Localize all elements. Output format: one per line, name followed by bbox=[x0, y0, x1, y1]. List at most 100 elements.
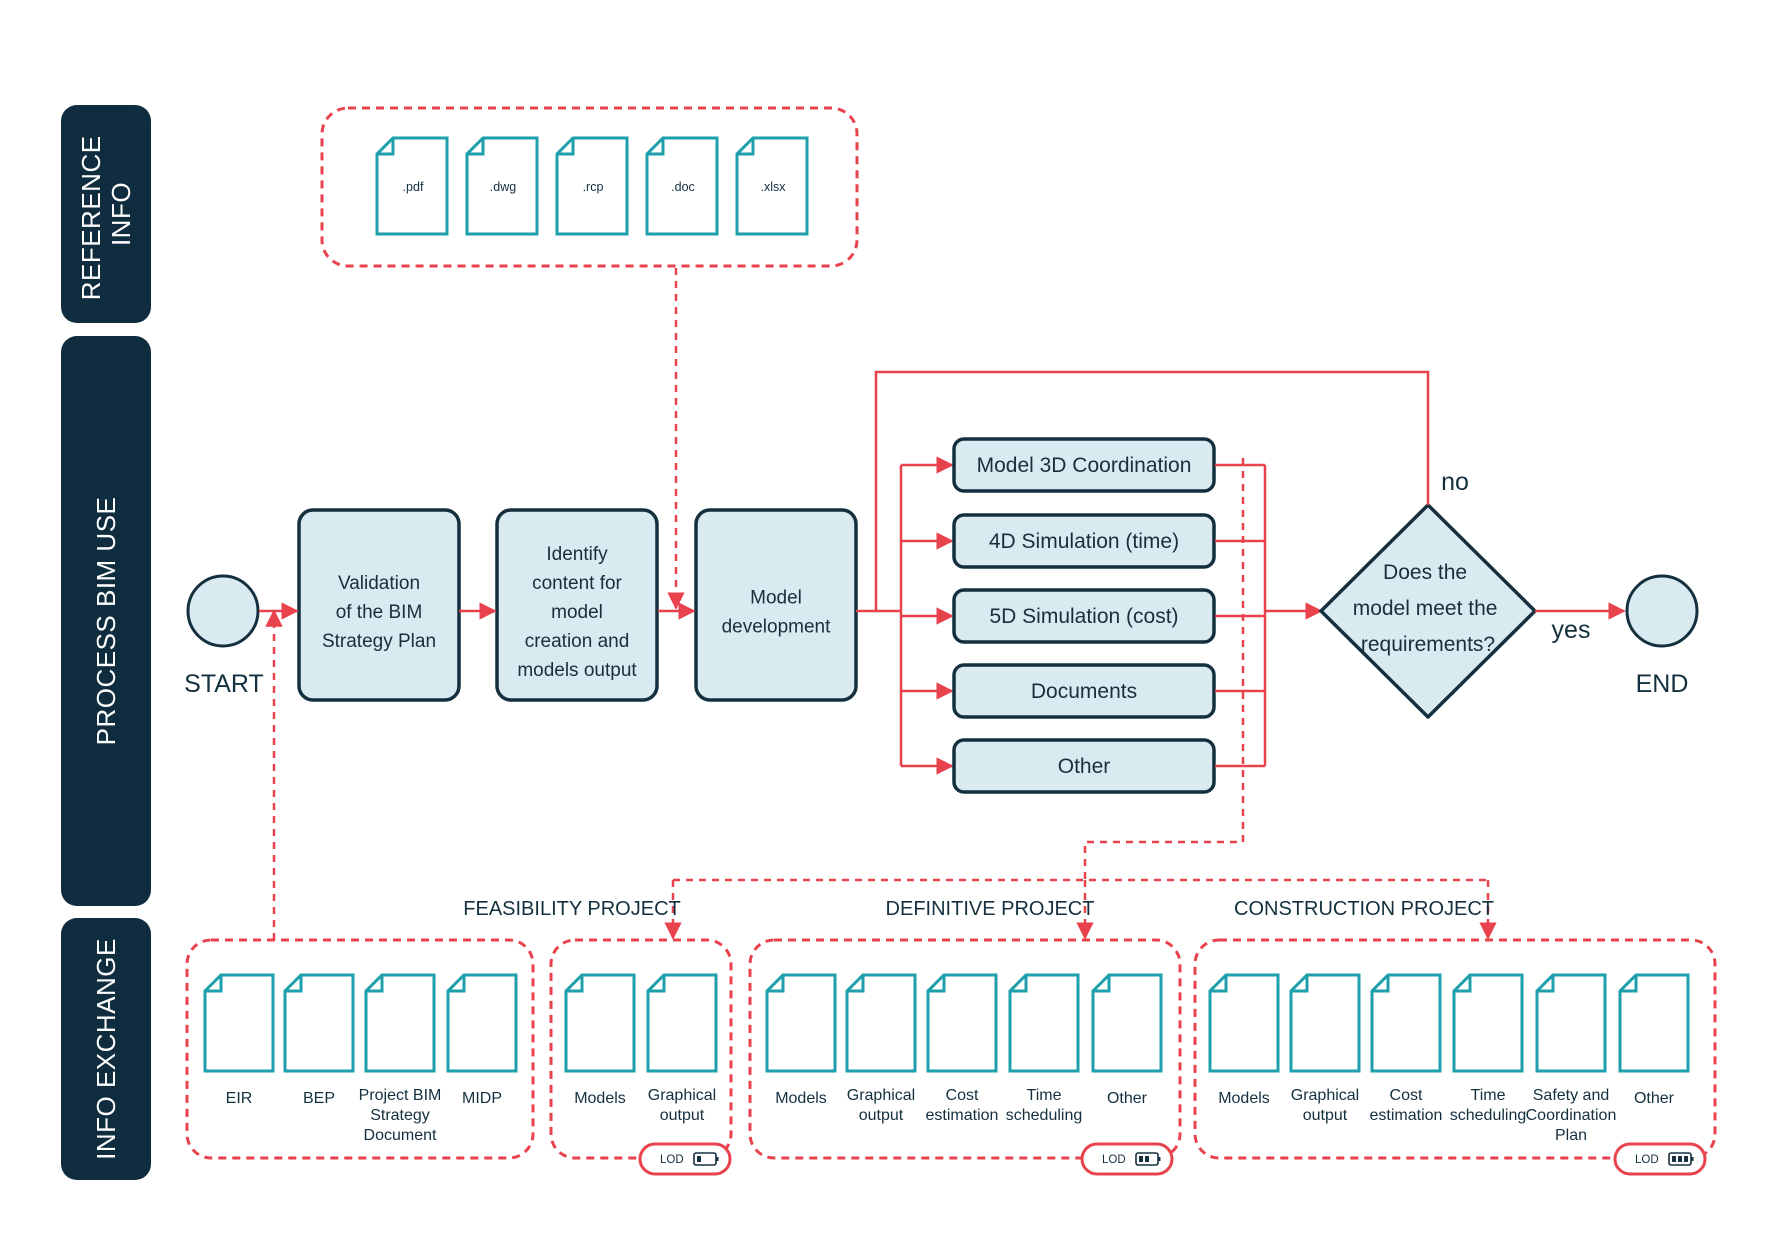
doc-icon-feasibility-2: Graphical output bbox=[646, 973, 718, 1124]
output-box-1: Model 3D Coordination bbox=[952, 437, 1216, 493]
doc-label: EIR bbox=[226, 1090, 253, 1107]
doc-label: Cost estimation bbox=[926, 1087, 999, 1124]
doc-label-line: Cost bbox=[946, 1087, 979, 1104]
file-icon-doc: .doc bbox=[645, 136, 719, 236]
doc-label-line: estimation bbox=[926, 1107, 999, 1124]
doc-icon-definitive-5: Other bbox=[1091, 973, 1163, 1107]
output-label: 4D Simulation (time) bbox=[989, 530, 1179, 553]
doc-icon-initial-1: EIR bbox=[203, 973, 275, 1107]
doc-label: Models bbox=[775, 1090, 827, 1107]
output-label: Model 3D Coordination bbox=[977, 454, 1192, 477]
battery-icon bbox=[693, 1152, 719, 1166]
battery-icon bbox=[1668, 1152, 1694, 1166]
fan-out-connectors bbox=[856, 456, 954, 775]
doc-label-line: output bbox=[1303, 1107, 1348, 1124]
lod-label: LOD bbox=[1102, 1154, 1126, 1166]
svg-text:REFERENCE INFO: REFERENCE INFO bbox=[76, 128, 136, 301]
doc-label-line: output bbox=[660, 1107, 705, 1124]
svg-text:Does the model meet the: Does the model meet the requirements? bbox=[1353, 561, 1504, 656]
doc-label: Models bbox=[574, 1090, 626, 1107]
start-label: START bbox=[184, 670, 264, 698]
exchange-connectors bbox=[265, 458, 1497, 940]
doc-label: Time scheduling bbox=[1450, 1087, 1527, 1124]
doc-label: Models bbox=[1218, 1090, 1270, 1107]
output-boxes: Model 3D Coordination 4D Simulation (time… bbox=[952, 437, 1216, 794]
doc-icon-feasibility-1: Models bbox=[564, 973, 636, 1107]
doc-label: Other bbox=[1107, 1090, 1148, 1107]
exchange-container-definitive bbox=[748, 938, 1182, 1160]
decision-line-3: requirements? bbox=[1361, 633, 1495, 656]
doc-label-line: scheduling bbox=[1450, 1107, 1527, 1124]
doc-label: BEP bbox=[303, 1090, 335, 1107]
doc-label-line: Project BIM bbox=[359, 1087, 442, 1104]
doc-label: Graphical output bbox=[648, 1087, 716, 1124]
doc-label-line: Models bbox=[574, 1090, 626, 1107]
doc-label-line: EIR bbox=[226, 1090, 253, 1107]
decision-line-1: Does the bbox=[1383, 561, 1467, 584]
start-node bbox=[186, 574, 260, 648]
doc-label-line: Other bbox=[1634, 1090, 1675, 1107]
lod-label: LOD bbox=[660, 1154, 684, 1166]
doc-icon-construction-4: Time scheduling bbox=[1450, 973, 1527, 1124]
file-icon-rcp: .rcp bbox=[555, 136, 629, 236]
doc-label-line: Graphical bbox=[648, 1087, 716, 1104]
lane-info-exchange: INFO EXCHANGE bbox=[61, 918, 151, 1180]
doc-label-line: MIDP bbox=[462, 1090, 502, 1107]
output-label: Other bbox=[1058, 755, 1111, 778]
doc-label-line: Plan bbox=[1555, 1127, 1587, 1144]
fan-in-connectors bbox=[1215, 463, 1323, 768]
process-step-line: Validation bbox=[338, 573, 420, 594]
doc-icon-construction-2: Graphical output bbox=[1289, 973, 1361, 1124]
decision-line-2: model meet the bbox=[1353, 597, 1498, 620]
doc-label-line: Time bbox=[1471, 1087, 1506, 1104]
file-ext-label: .pdf bbox=[403, 180, 424, 194]
file-ext-label: .doc bbox=[671, 180, 695, 194]
doc-label: MIDP bbox=[462, 1090, 502, 1107]
battery-icon bbox=[1135, 1152, 1161, 1166]
decision-node: Does the model meet the requirements? bbox=[1319, 503, 1537, 719]
stage-label-construction: CONSTRUCTION PROJECT bbox=[1234, 898, 1494, 920]
doc-label-line: Time bbox=[1027, 1087, 1062, 1104]
exchange-container-construction bbox=[1193, 938, 1717, 1160]
end-node bbox=[1625, 574, 1699, 648]
doc-label-line: Strategy bbox=[370, 1107, 430, 1124]
doc-label-line: estimation bbox=[1370, 1107, 1443, 1124]
lod-badge-definitive: LOD bbox=[1080, 1142, 1174, 1176]
reference-files: .pdf.dwg.rcp.doc.xlsx bbox=[375, 136, 809, 236]
lane-reference-info: REFERENCE INFO bbox=[61, 105, 151, 323]
doc-icon-construction-1: Models bbox=[1208, 973, 1280, 1107]
lane-exchange-label: INFO EXCHANGE bbox=[91, 938, 121, 1160]
end-label: END bbox=[1636, 670, 1689, 698]
lane-reference-line-2: INFO bbox=[106, 182, 136, 246]
doc-label: Graphical output bbox=[1291, 1087, 1359, 1124]
output-box-4: Documents bbox=[952, 663, 1216, 719]
lane-process-bim-use: PROCESS BIM USE bbox=[61, 336, 151, 906]
process-step-line: development bbox=[722, 617, 832, 638]
doc-label-line: Document bbox=[364, 1127, 437, 1144]
stage-label-feasibility: FEASIBILITY PROJECT bbox=[463, 898, 680, 920]
doc-icon-construction-6: Other bbox=[1618, 973, 1690, 1107]
process-step-line: Strategy Plan bbox=[322, 631, 436, 652]
lod-badge-feasibility: LOD bbox=[638, 1142, 732, 1176]
process-step-line: model bbox=[551, 602, 603, 623]
lod-badge-construction: LOD bbox=[1613, 1142, 1707, 1176]
file-icon-pdf: .pdf bbox=[375, 136, 449, 236]
lod-label: LOD bbox=[1635, 1154, 1659, 1166]
output-box-3: 5D Simulation (cost) bbox=[952, 588, 1216, 644]
doc-label: Other bbox=[1634, 1090, 1675, 1107]
stage-label-definitive: DEFINITIVE PROJECT bbox=[886, 898, 1095, 920]
doc-label-line: Models bbox=[1218, 1090, 1270, 1107]
doc-label-line: Graphical bbox=[1291, 1087, 1359, 1104]
